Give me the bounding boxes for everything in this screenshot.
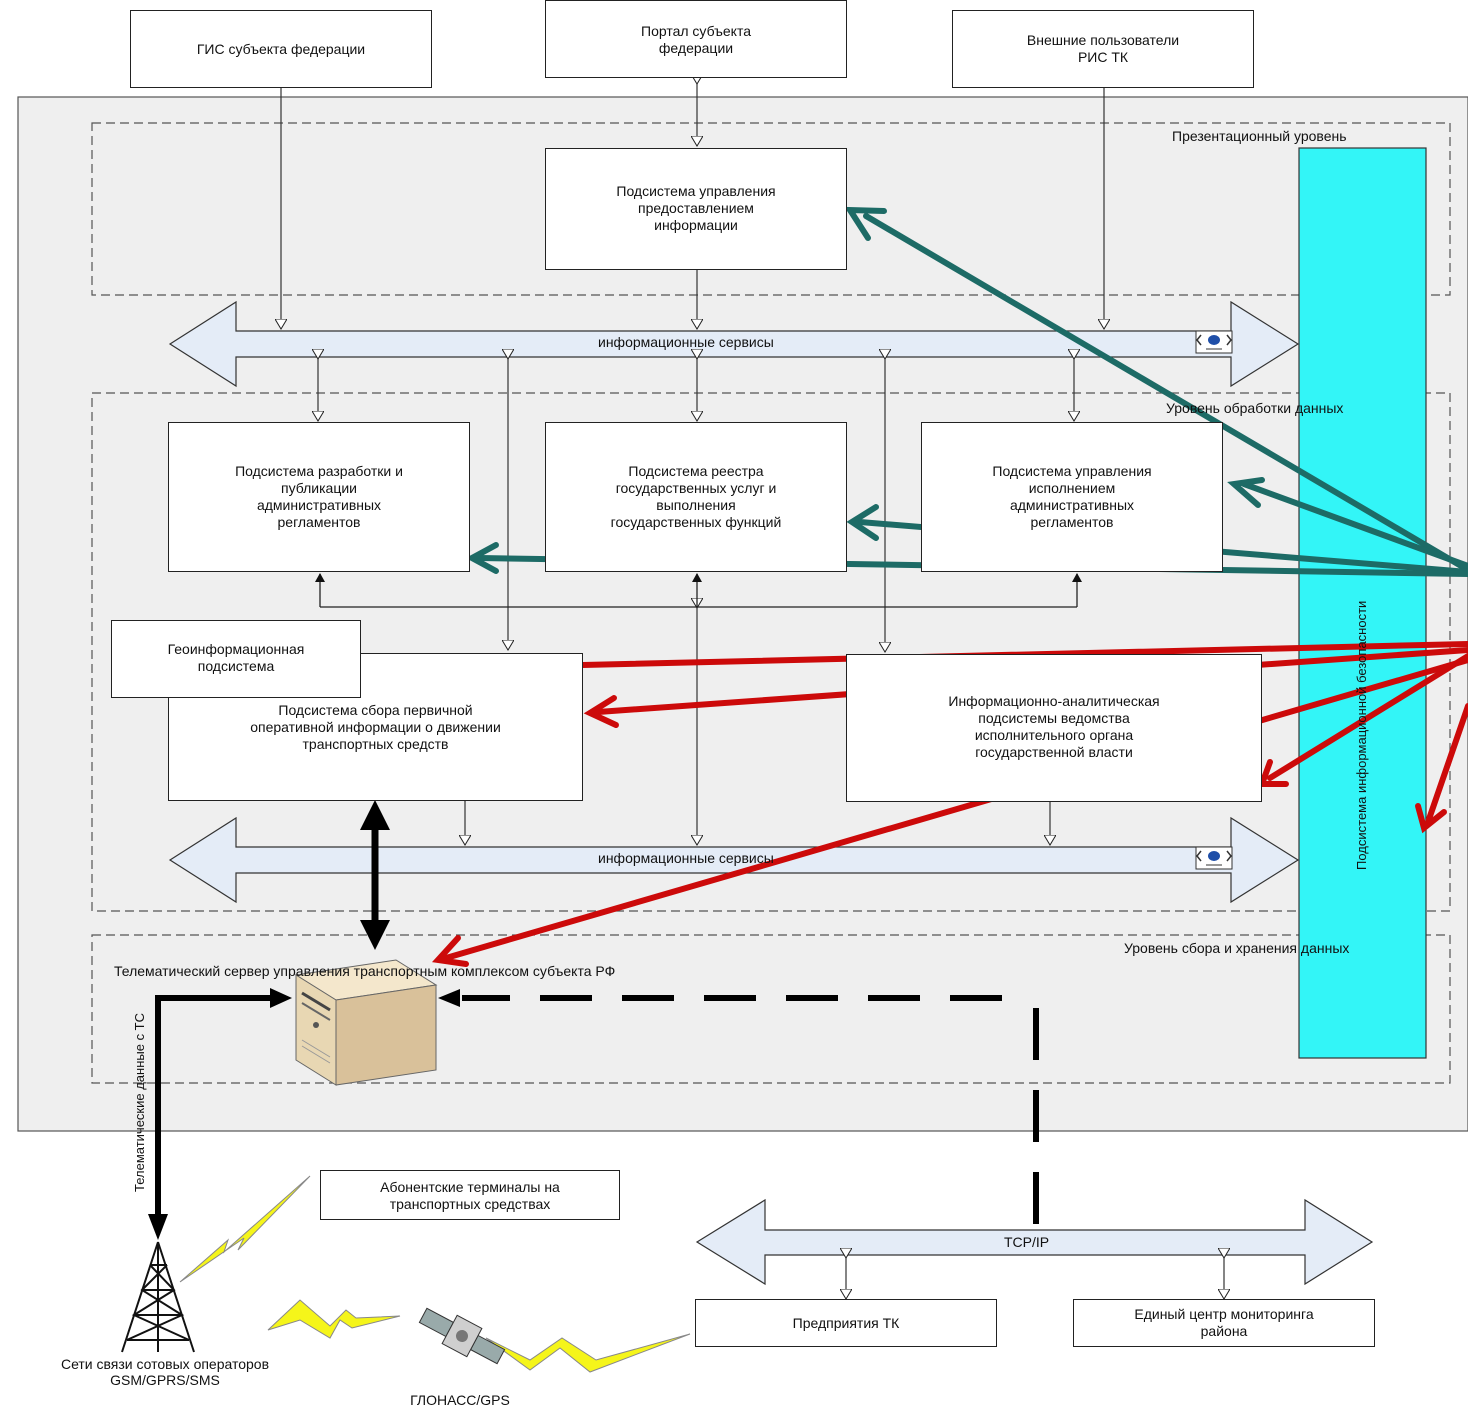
external-users-box: Внешние пользователи РИС ТК — [952, 10, 1254, 88]
cellular-networks-label: Сети связи сотовых операторов GSM/GPRS/S… — [60, 1356, 270, 1388]
portal-box: Портал субъекта федерации — [545, 0, 847, 78]
storage-level-label: Уровень сбора и хранения данных — [1124, 940, 1350, 956]
services-registry-subsystem: Подсистема реестра государственных услуг… — [545, 422, 847, 572]
web-service-icon — [1195, 330, 1233, 354]
internal-links — [315, 573, 1082, 608]
info-services-bus-bottom — [168, 816, 1300, 904]
gis-region-box: ГИС субъекта федерации — [130, 10, 432, 88]
regulations-exec-subsystem: Подсистема управления исполнением админи… — [921, 422, 1223, 572]
geo-subsystem: Геоинформационная подсистема — [111, 620, 361, 698]
processing-level-label: Уровень обработки данных — [1166, 400, 1344, 416]
presentation-level-frame — [91, 122, 1451, 296]
telematic-server-label: Телематический сервер управления транспо… — [114, 963, 616, 979]
analytics-subsystem: Информационно-аналитическая подсистемы в… — [846, 654, 1262, 802]
storage-level-frame — [91, 934, 1451, 1084]
glonass-label: ГЛОНАСС/GPS — [410, 1392, 510, 1408]
presentation-level-label: Презентационный уровень — [1172, 128, 1347, 144]
security-subsystem-column — [1298, 147, 1427, 1059]
info-provision-subsystem: Подсистема управления предоставлением ин… — [545, 148, 847, 270]
server-icon — [294, 959, 438, 1086]
satellite-icon — [418, 1307, 506, 1365]
connectors — [281, 84, 1224, 1299]
monitoring-center-box: Единый центр мониторинга района — [1073, 1299, 1375, 1347]
tcp-dashed-link — [462, 995, 1039, 1230]
lightning-icon — [179, 1175, 691, 1373]
regulations-dev-subsystem: Подсистема разработки и публикации админ… — [168, 422, 470, 572]
cell-tower-icon — [121, 1241, 195, 1353]
security-subsystem-label: Подсистема информационной безопасности — [1354, 600, 1369, 870]
telematic-data-label: Телематические данные с ТС — [132, 1012, 147, 1192]
info-services-bus-top — [168, 300, 1300, 388]
telematic-data-path — [155, 995, 272, 1218]
info-services-top-label: информационные сервисы — [598, 334, 774, 350]
tcp-ip-label: TCP/IP — [1004, 1234, 1050, 1250]
enterprises-box: Предприятия ТК — [695, 1299, 997, 1347]
web-service-icon — [1195, 846, 1233, 870]
subscriber-terminals-box: Абонентские терминалы на транспортных ср… — [320, 1170, 620, 1220]
info-services-bottom-label: информационные сервисы — [598, 850, 774, 866]
tcp-ip-bus — [695, 1198, 1374, 1286]
